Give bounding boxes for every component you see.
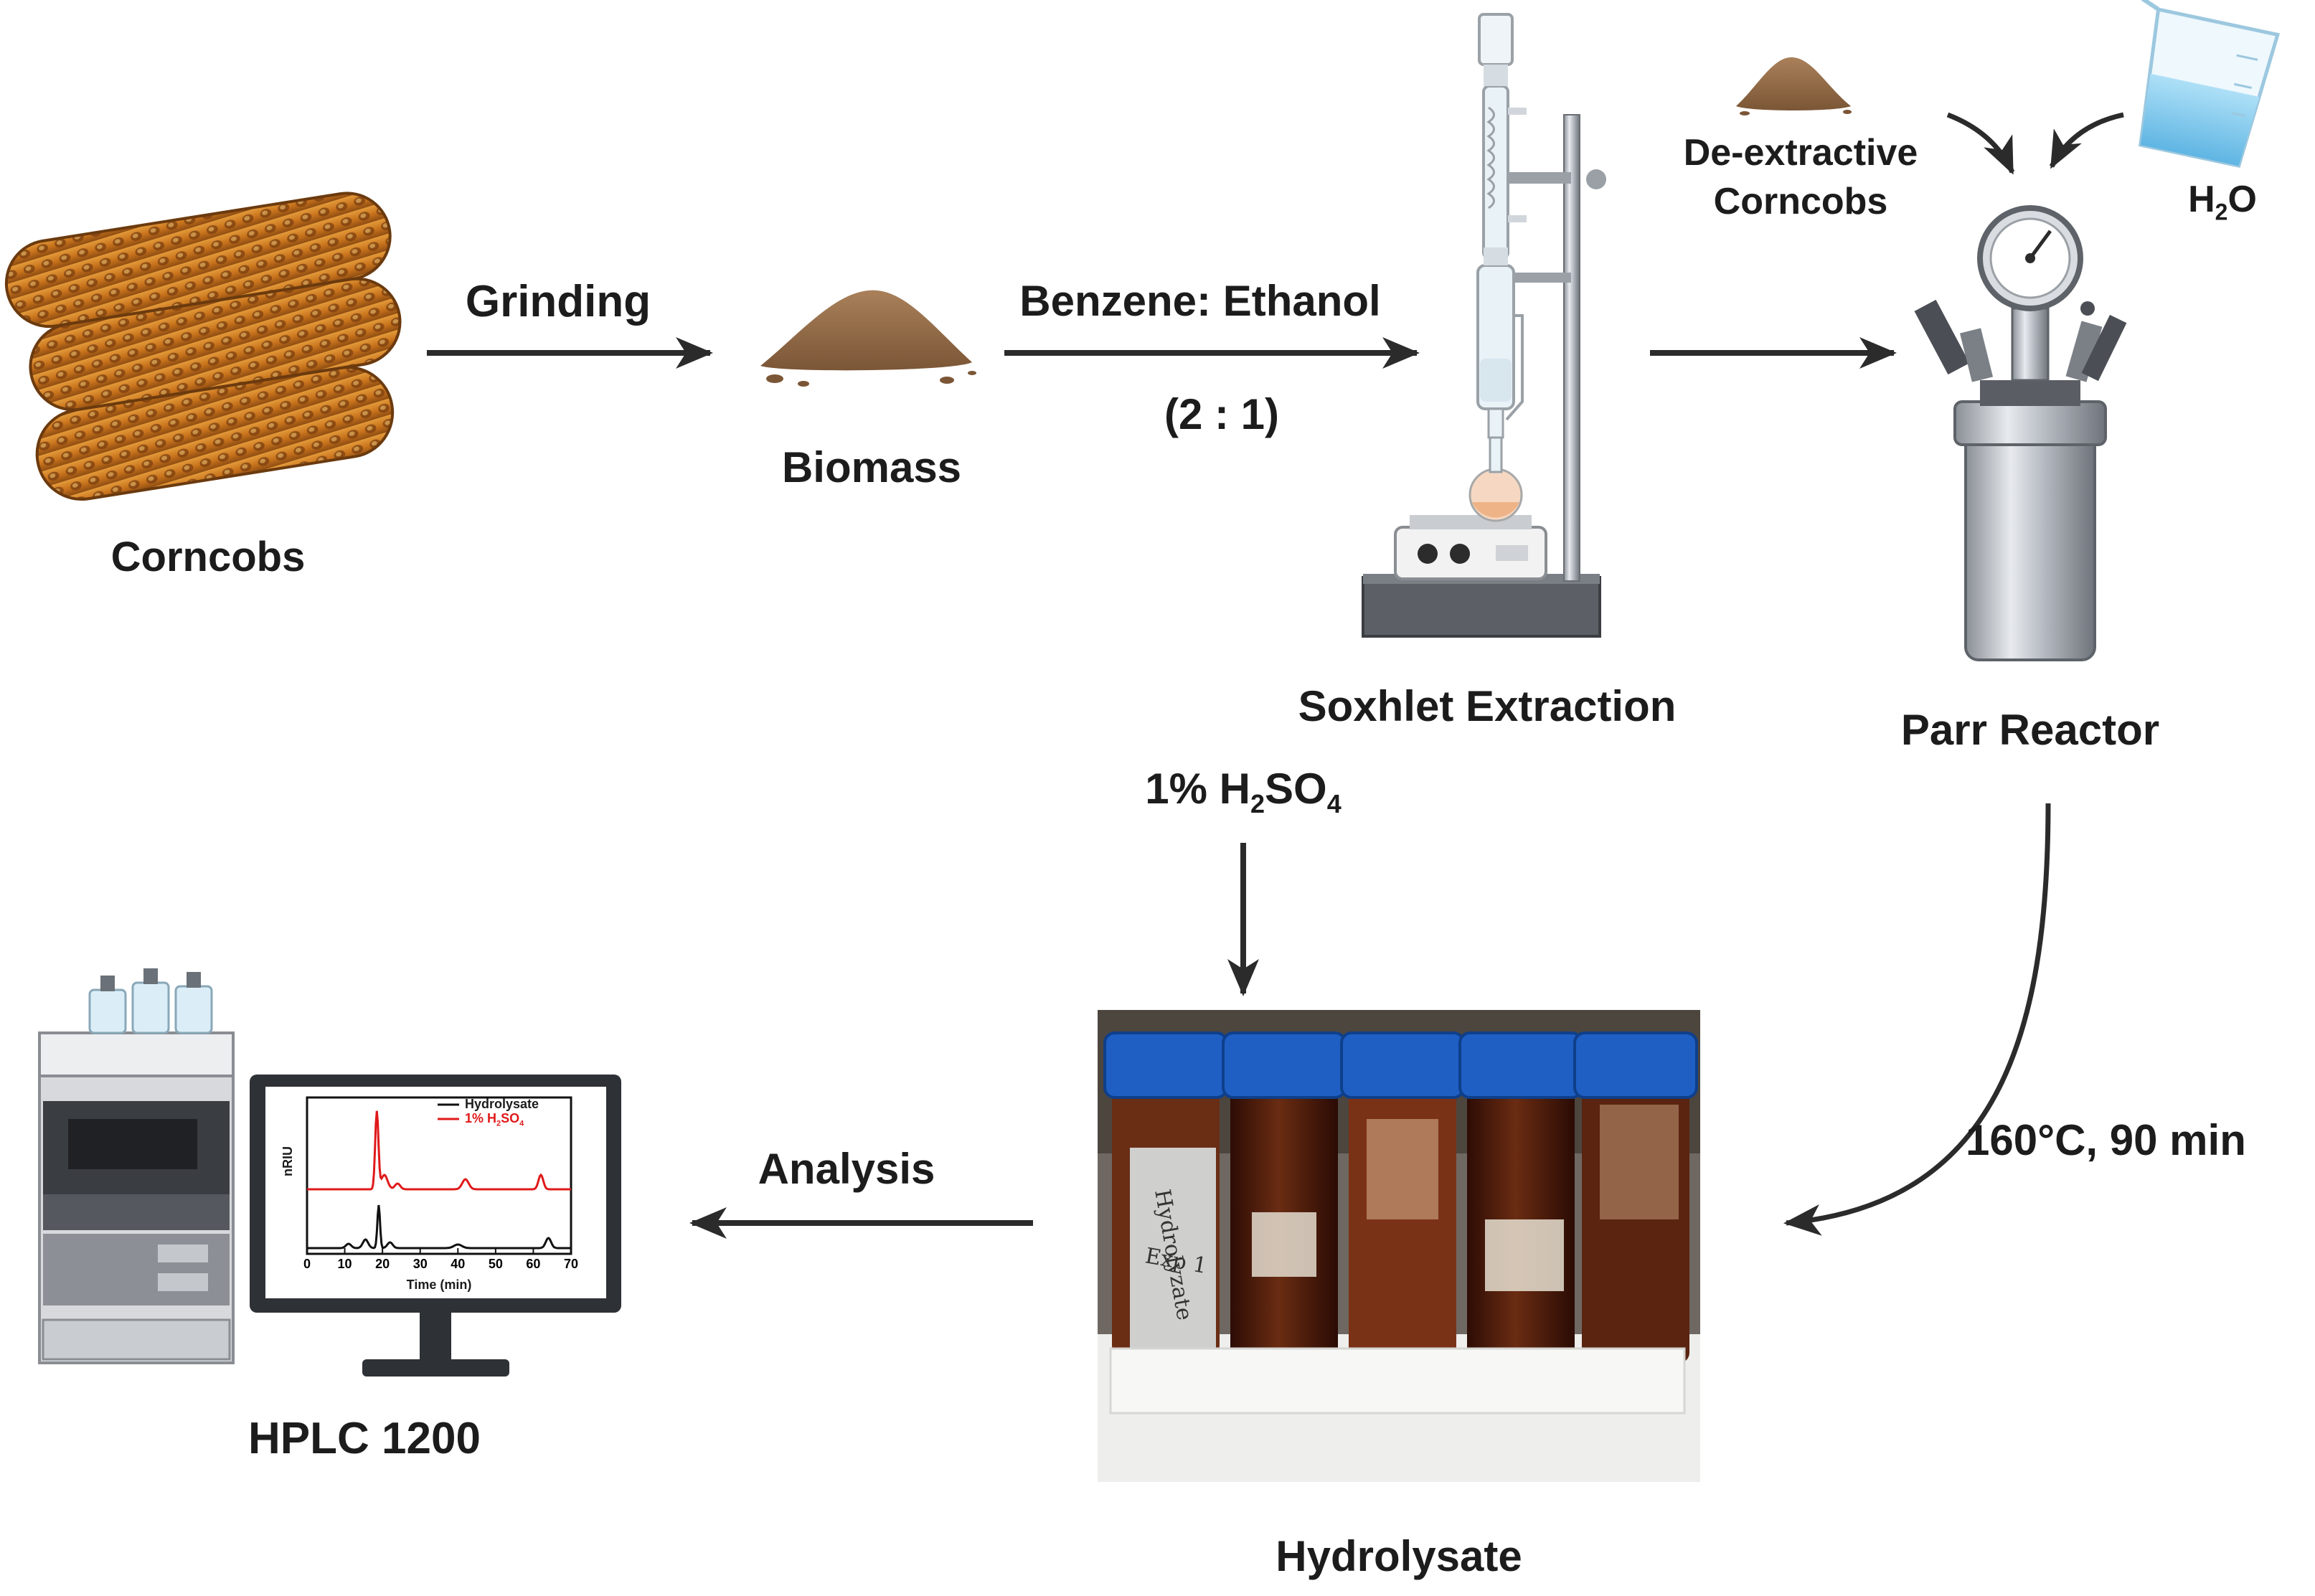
water-o: O bbox=[2227, 179, 2257, 220]
parr-reactor-label: Parr Reactor bbox=[1900, 706, 2160, 754]
chart-xlabel: Time (min) bbox=[406, 1278, 472, 1292]
monitor-chart: 0 10 20 30 40 50 60 70 bbox=[303, 1096, 578, 1271]
deextractive-arrow bbox=[1946, 112, 2015, 175]
chart-xtick-label: 10 bbox=[338, 1257, 352, 1271]
chart-xtick-label: 0 bbox=[303, 1257, 311, 1271]
chart-xtick-label: 70 bbox=[564, 1257, 578, 1271]
acid-sub-2: 4 bbox=[1326, 789, 1342, 818]
solvent-label: Benzene: Ethanol bbox=[1019, 277, 1381, 325]
acid-sub-1: 2 bbox=[1250, 789, 1265, 818]
acid-label: 1% H2SO4 bbox=[1145, 768, 1341, 817]
chart-ylabel: nRIU bbox=[280, 1146, 295, 1176]
water-arrow bbox=[2049, 112, 2124, 169]
soxhlet-apparatus bbox=[1362, 13, 1606, 638]
chart-xtick-label: 40 bbox=[451, 1257, 465, 1271]
water-sub: 2 bbox=[2215, 199, 2228, 225]
chart-legend-2-pre: 1% H bbox=[465, 1111, 497, 1125]
soxhlet-label: Soxhlet Extraction bbox=[1298, 682, 1677, 730]
hplc-label: HPLC 1200 bbox=[248, 1414, 481, 1463]
grinding-label: Grinding bbox=[465, 277, 651, 326]
trace-1pct-h2so4 bbox=[307, 1110, 571, 1191]
tube-4 bbox=[1458, 1031, 1583, 1363]
chart-legend-1: Hydrolysate bbox=[465, 1097, 539, 1111]
chart-legend-2-sub2: 4 bbox=[519, 1119, 524, 1128]
ratio-label: (2 : 1) bbox=[1164, 390, 1280, 438]
parr-reactor bbox=[1914, 205, 2127, 661]
monitor bbox=[250, 1075, 621, 1377]
acid-mid: SO bbox=[1265, 765, 1327, 813]
hydrolysate-photo: Hydrolyzate Exp 1 bbox=[1098, 1010, 1700, 1482]
water-beaker bbox=[2138, 0, 2281, 169]
deextractive-line-1: De-extractive bbox=[1683, 132, 1918, 174]
chart-legend-2: 1% H2SO4 bbox=[465, 1112, 524, 1128]
conditions-label: 160°C, 90 min bbox=[1966, 1116, 2246, 1164]
water-h: H bbox=[2188, 179, 2215, 220]
chart-legend-2-sub1: 2 bbox=[496, 1119, 501, 1128]
tube-3 bbox=[1340, 1031, 1465, 1363]
hplc-instrument bbox=[38, 968, 235, 1364]
chart-xtick-label: 50 bbox=[489, 1257, 503, 1271]
acid-pre: 1% H bbox=[1145, 765, 1250, 813]
corncobs-image bbox=[4, 192, 416, 502]
deextractive-label: De-extractive Corncobs bbox=[1684, 129, 1918, 226]
biomass-pile bbox=[760, 290, 976, 387]
hydrolysate-label: Hydrolysate bbox=[1276, 1532, 1522, 1580]
conditions-arrow bbox=[1783, 803, 2051, 1236]
tube-1 bbox=[1103, 1031, 1228, 1356]
deextractive-line-2: Corncobs bbox=[1713, 180, 1888, 222]
deextractive-pile bbox=[1736, 57, 1852, 115]
chart-xtick-label: 60 bbox=[526, 1257, 540, 1271]
corncobs-label: Corncobs bbox=[110, 534, 306, 580]
tube-5 bbox=[1573, 1031, 1698, 1363]
chart-xtick-label: 20 bbox=[375, 1257, 390, 1271]
biomass-label: Biomass bbox=[781, 443, 962, 491]
trace-hydrolysate bbox=[307, 1204, 571, 1250]
analysis-label: Analysis bbox=[758, 1145, 935, 1193]
chart-xtick-label: 30 bbox=[413, 1257, 428, 1271]
chart-legend-2-mid: SO bbox=[501, 1111, 520, 1125]
water-label: H2O bbox=[2188, 181, 2257, 223]
tube-2 bbox=[1222, 1031, 1347, 1363]
